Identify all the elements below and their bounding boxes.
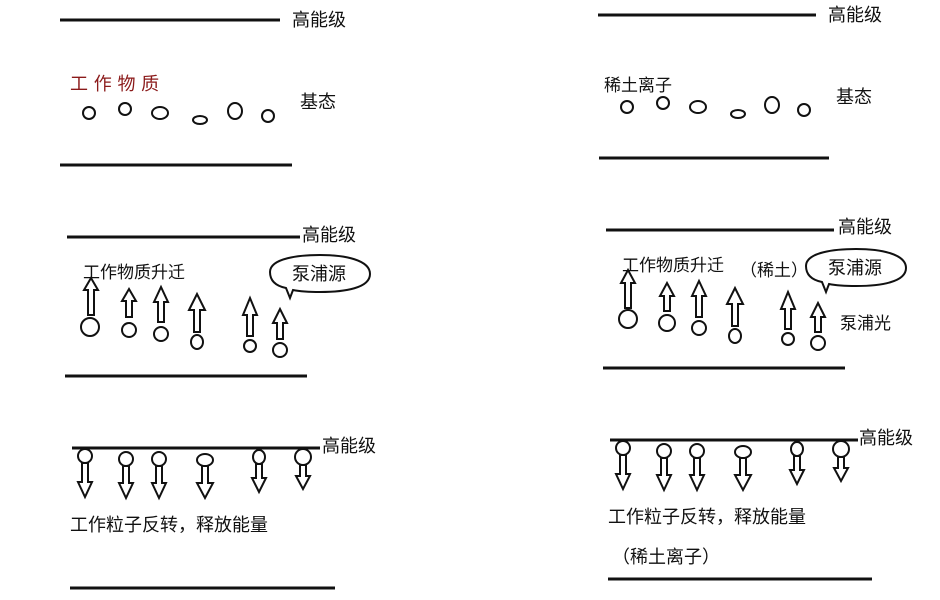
- down-arrow: [117, 465, 135, 501]
- up-arrow: [271, 306, 289, 340]
- up-arrow: [241, 295, 259, 337]
- particle: [734, 445, 752, 459]
- particle: [227, 102, 243, 120]
- particle: [781, 332, 795, 346]
- particle: [620, 100, 634, 114]
- particle: [618, 309, 638, 329]
- particle: [689, 100, 707, 114]
- left-s2-up-arrows: [80, 276, 289, 358]
- left-s1-high-level-label: 高能级: [292, 10, 346, 31]
- up-arrow: [690, 278, 708, 318]
- left-s1-particles: [82, 102, 275, 125]
- particle: [810, 335, 826, 351]
- down-arrow: [614, 454, 632, 492]
- right-s2-transition-label: 工作物质升迁: [622, 256, 724, 276]
- right-s2-pump-source-label: 泵浦源: [828, 258, 882, 279]
- particle: [151, 451, 167, 467]
- left-s2-transition-label: 工作物质升迁: [83, 263, 185, 283]
- particle: [790, 441, 804, 457]
- particle: [689, 443, 705, 459]
- down-arrow: [733, 457, 753, 493]
- right-s2-up-arrows: [618, 267, 827, 351]
- left-s3-inversion-label: 工作粒子反转，释放能量: [70, 515, 268, 536]
- particle: [728, 328, 742, 344]
- particle: [190, 334, 204, 350]
- particle: [615, 440, 631, 456]
- particle: [118, 102, 132, 116]
- right-s2-pump-light-label: 泵浦光: [840, 314, 891, 334]
- particle: [121, 322, 137, 338]
- right-s3-high-level-label: 高能级: [859, 428, 913, 449]
- right-s1-ground-label: 基态: [836, 87, 872, 108]
- up-arrow: [187, 291, 207, 333]
- left-s3-high-level-label: 高能级: [322, 436, 376, 457]
- particle: [153, 326, 169, 342]
- down-arrow: [832, 456, 850, 484]
- up-arrow: [619, 267, 637, 309]
- down-arrow: [788, 455, 806, 487]
- up-arrow: [120, 287, 138, 318]
- left-s2-pump-source-bubble: 泵浦源: [268, 253, 372, 301]
- particle: [764, 96, 780, 114]
- right-panel: 高能级 稀土离子 基态 高能级 工作物质升迁 （稀土） 泵浦源 泵浦光: [598, 5, 913, 581]
- particle: [656, 96, 670, 110]
- down-arrow: [150, 465, 168, 501]
- particle: [272, 342, 288, 358]
- down-arrow: [294, 464, 312, 492]
- right-s2-high-level-label: 高能级: [838, 217, 892, 238]
- right-s3-note-label: （稀土离子）: [612, 547, 720, 568]
- right-s1-material-label: 稀土离子: [604, 76, 672, 96]
- particle: [691, 320, 707, 336]
- right-s1-high-level-label: 高能级: [828, 5, 882, 26]
- down-arrow: [195, 465, 215, 501]
- up-arrow: [658, 280, 676, 312]
- down-arrow: [655, 457, 673, 493]
- right-s3-inversion-label: 工作粒子反转，释放能量: [608, 507, 806, 528]
- particle: [658, 314, 676, 332]
- down-arrow: [250, 463, 268, 495]
- particle: [797, 103, 811, 117]
- particle: [192, 115, 208, 125]
- right-s2-pump-source-bubble: 泵浦源: [804, 247, 908, 295]
- right-s3-down-arrows: [614, 440, 850, 493]
- particle: [151, 106, 169, 120]
- left-panel: 高能级 工 作 物 质 基态 高能级 工作物质升迁 泵浦源: [60, 10, 376, 590]
- particle: [82, 106, 96, 120]
- right-s2-note-label: （稀土）: [740, 261, 808, 281]
- particle: [730, 109, 746, 119]
- particle: [294, 448, 312, 466]
- particle: [118, 451, 134, 467]
- particle: [656, 443, 672, 459]
- up-arrow: [82, 276, 100, 316]
- left-s2-high-level-label: 高能级: [302, 225, 356, 246]
- right-s1-particles: [620, 96, 811, 119]
- up-arrow: [809, 300, 827, 333]
- particle: [243, 339, 257, 353]
- up-arrow: [152, 284, 170, 323]
- up-arrow: [725, 285, 745, 327]
- particle: [77, 448, 93, 464]
- particle: [261, 109, 275, 123]
- particle: [252, 449, 266, 465]
- left-s1-ground-label: 基态: [300, 92, 336, 113]
- down-arrow: [688, 457, 706, 493]
- particle: [832, 440, 850, 458]
- left-s3-down-arrows: [76, 448, 312, 501]
- particle: [80, 317, 100, 337]
- particle: [196, 453, 214, 467]
- up-arrow: [779, 289, 797, 330]
- down-arrow: [76, 462, 94, 500]
- left-s2-pump-source-label: 泵浦源: [292, 264, 346, 285]
- left-s1-material-label: 工 作 物 质: [70, 74, 159, 95]
